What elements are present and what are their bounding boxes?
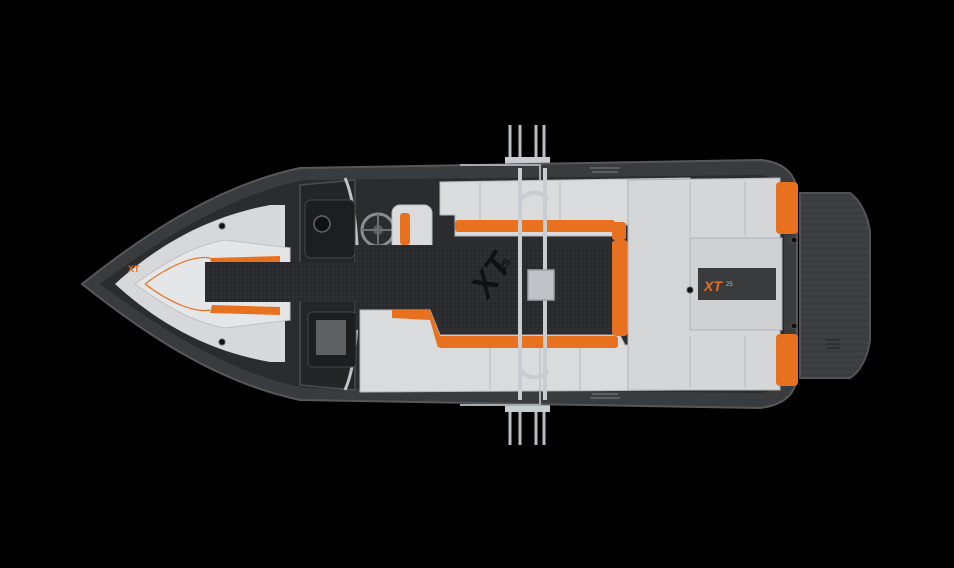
glovebox xyxy=(316,320,346,355)
swim-platform-vents xyxy=(826,339,840,349)
driver-seat-bolster xyxy=(400,213,410,245)
engine-hatch-logo-panel xyxy=(698,268,776,300)
dash-gauge xyxy=(313,215,331,233)
lower-orange-bolster-curve xyxy=(392,310,440,348)
engine-hatch-logo-sub: 25 xyxy=(726,282,733,288)
bow-logo: XT xyxy=(128,264,140,274)
side-vents xyxy=(590,167,620,399)
upper-orange-bolster xyxy=(455,220,615,232)
bow-orange-piping xyxy=(144,256,211,312)
lower-orange-bolster xyxy=(438,336,618,348)
aft-vertical-bolster xyxy=(612,240,628,336)
upper-orange-bolster-corner xyxy=(612,222,626,240)
rear-orange-upper xyxy=(776,182,798,234)
steering-wheel-icon xyxy=(360,212,396,248)
engine-hatch-logo: XT xyxy=(703,278,723,294)
tower-board-racks xyxy=(460,164,541,406)
rear-orange-lower xyxy=(776,334,798,386)
wakeboard-tower xyxy=(518,168,555,400)
helm-console xyxy=(304,199,356,259)
swim-platform xyxy=(799,192,871,379)
lower-seating xyxy=(359,309,691,393)
bow-orange-bolster-bottom xyxy=(210,305,280,315)
cup-holders xyxy=(218,222,798,346)
mid-floor xyxy=(280,262,360,302)
